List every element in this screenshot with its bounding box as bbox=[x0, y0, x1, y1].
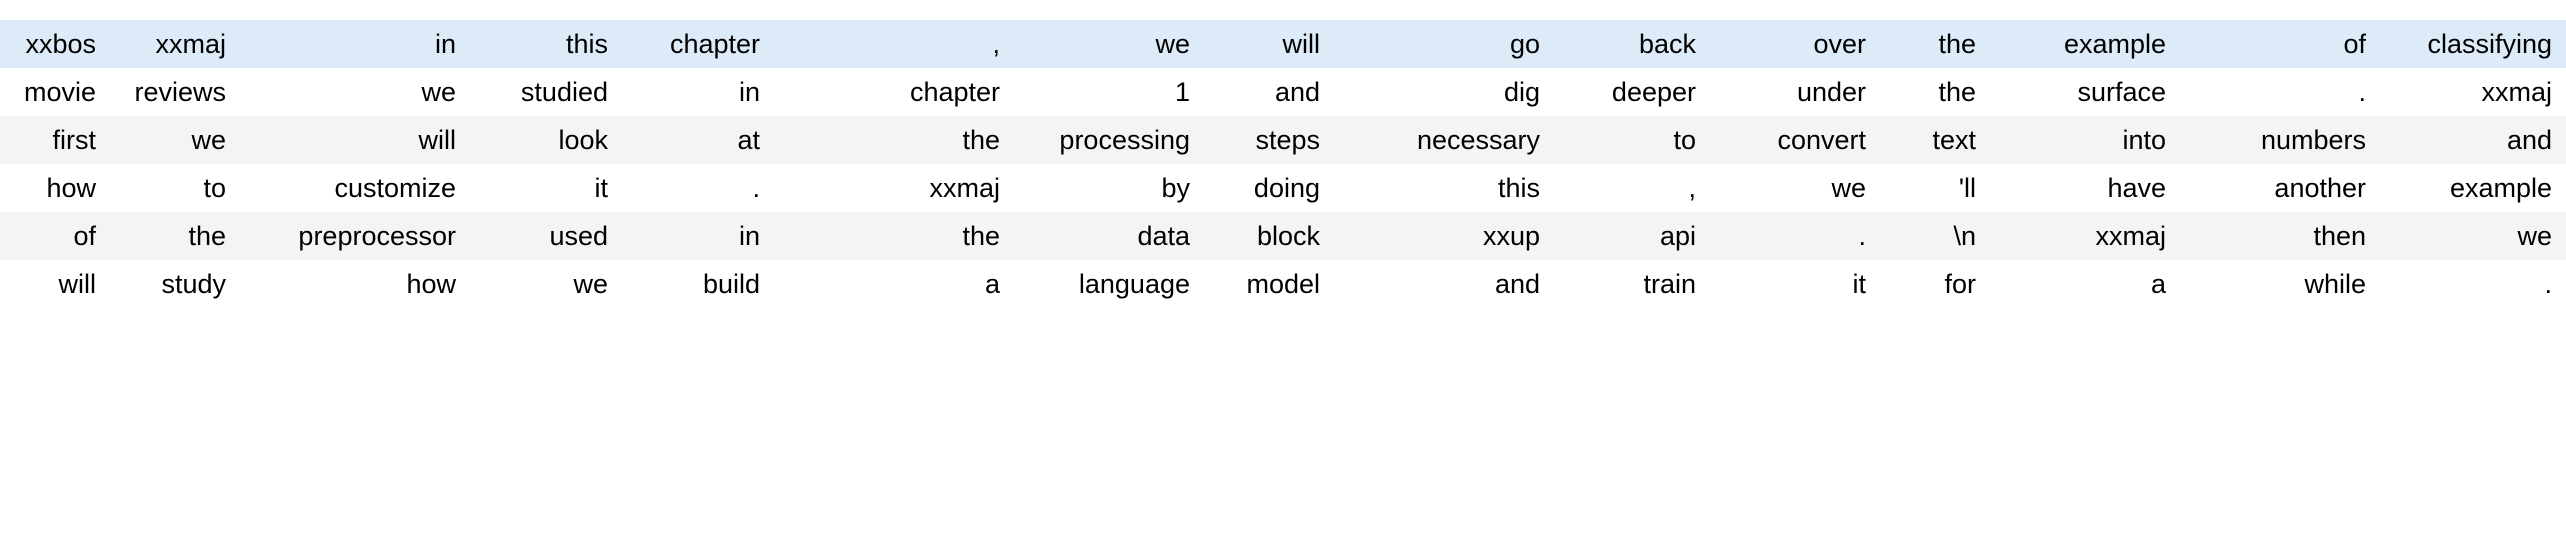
token-cell: the bbox=[774, 116, 1014, 164]
token-cell: have bbox=[1990, 164, 2180, 212]
token-cell: . bbox=[2180, 68, 2380, 116]
token-cell: text bbox=[1880, 116, 1990, 164]
token-cell: over bbox=[1710, 20, 1880, 68]
token-cell: build bbox=[622, 260, 774, 308]
token-cell: will bbox=[1204, 20, 1334, 68]
token-cell: example bbox=[1990, 20, 2180, 68]
token-cell: convert bbox=[1710, 116, 1880, 164]
token-cell: then bbox=[2180, 212, 2380, 260]
token-cell: doing bbox=[1204, 164, 1334, 212]
token-cell: a bbox=[1990, 260, 2180, 308]
token-cell: data bbox=[1014, 212, 1204, 260]
token-cell: xxmaj bbox=[2380, 68, 2566, 116]
token-cell: we bbox=[1710, 164, 1880, 212]
token-cell: example bbox=[2380, 164, 2566, 212]
token-cell: while bbox=[2180, 260, 2380, 308]
token-cell: xxmaj bbox=[110, 20, 240, 68]
token-cell: and bbox=[1334, 260, 1554, 308]
token-cell: . bbox=[1710, 212, 1880, 260]
token-cell: surface bbox=[1990, 68, 2180, 116]
token-cell: 'll bbox=[1880, 164, 1990, 212]
token-cell: numbers bbox=[2180, 116, 2380, 164]
token-cell: language bbox=[1014, 260, 1204, 308]
token-cell: a bbox=[774, 260, 1014, 308]
token-cell: will bbox=[240, 116, 470, 164]
token-cell: . bbox=[2380, 260, 2566, 308]
token-cell: preprocessor bbox=[240, 212, 470, 260]
token-cell: and bbox=[1204, 68, 1334, 116]
token-cell: xxbos bbox=[0, 20, 110, 68]
token-cell: studied bbox=[470, 68, 622, 116]
token-cell: to bbox=[110, 164, 240, 212]
token-cell: api bbox=[1554, 212, 1710, 260]
token-cell: xxmaj bbox=[774, 164, 1014, 212]
token-cell: will bbox=[0, 260, 110, 308]
token-cell: first bbox=[0, 116, 110, 164]
token-cell: look bbox=[470, 116, 622, 164]
token-cell: to bbox=[1554, 116, 1710, 164]
token-cell: this bbox=[470, 20, 622, 68]
token-cell: reviews bbox=[110, 68, 240, 116]
token-cell: of bbox=[0, 212, 110, 260]
token-cell: the bbox=[1880, 20, 1990, 68]
token-cell: \n bbox=[1880, 212, 1990, 260]
token-cell: in bbox=[240, 20, 470, 68]
token-cell: classifying bbox=[2380, 20, 2566, 68]
token-cell: how bbox=[240, 260, 470, 308]
token-cell: the bbox=[774, 212, 1014, 260]
token-cell: 1 bbox=[1014, 68, 1204, 116]
token-cell: in bbox=[622, 68, 774, 116]
token-cell: block bbox=[1204, 212, 1334, 260]
token-cell: study bbox=[110, 260, 240, 308]
token-cell: under bbox=[1710, 68, 1880, 116]
token-cell: it bbox=[470, 164, 622, 212]
token-cell: how bbox=[0, 164, 110, 212]
token-cell: we bbox=[110, 116, 240, 164]
token-cell: movie bbox=[0, 68, 110, 116]
token-cell: in bbox=[622, 212, 774, 260]
token-cell: we bbox=[1014, 20, 1204, 68]
token-cell: model bbox=[1204, 260, 1334, 308]
token-cell: necessary bbox=[1334, 116, 1554, 164]
token-cell: chapter bbox=[774, 68, 1014, 116]
token-cell: another bbox=[2180, 164, 2380, 212]
token-cell: we bbox=[2380, 212, 2566, 260]
token-cell: chapter bbox=[622, 20, 774, 68]
token-cell: go bbox=[1334, 20, 1554, 68]
token-cell: of bbox=[2180, 20, 2380, 68]
token-cell: used bbox=[470, 212, 622, 260]
token-cell: by bbox=[1014, 164, 1204, 212]
token-cell: it bbox=[1710, 260, 1880, 308]
token-cell: processing bbox=[1014, 116, 1204, 164]
token-cell: into bbox=[1990, 116, 2180, 164]
token-cell: , bbox=[774, 20, 1014, 68]
token-cell: for bbox=[1880, 260, 1990, 308]
token-cell: back bbox=[1554, 20, 1710, 68]
token-cell: dig bbox=[1334, 68, 1554, 116]
token-cell: deeper bbox=[1554, 68, 1710, 116]
token-cell: , bbox=[1554, 164, 1710, 212]
token-cell: and bbox=[2380, 116, 2566, 164]
token-cell: . bbox=[622, 164, 774, 212]
token-cell: we bbox=[470, 260, 622, 308]
token-cell: customize bbox=[240, 164, 470, 212]
token-cell: we bbox=[240, 68, 470, 116]
token-cell: this bbox=[1334, 164, 1554, 212]
token-cell: at bbox=[622, 116, 774, 164]
token-cell: the bbox=[110, 212, 240, 260]
token-cell: xxup bbox=[1334, 212, 1554, 260]
token-cell: the bbox=[1880, 68, 1990, 116]
token-cell: steps bbox=[1204, 116, 1334, 164]
token-cell: train bbox=[1554, 260, 1710, 308]
token-cell: xxmaj bbox=[1990, 212, 2180, 260]
